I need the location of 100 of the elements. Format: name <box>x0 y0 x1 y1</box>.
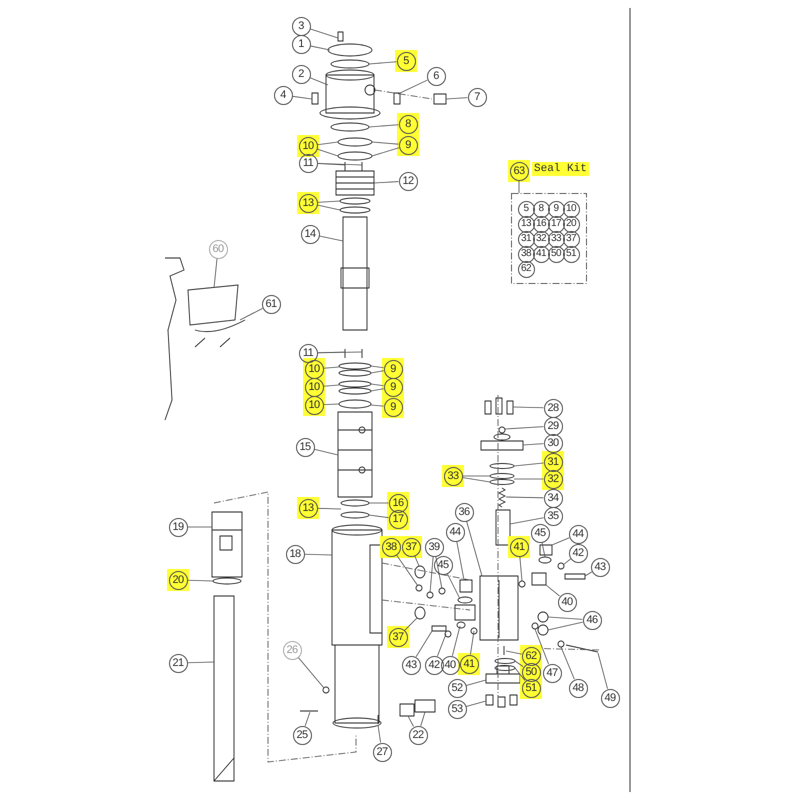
leader-line <box>456 540 464 580</box>
leader-line <box>317 352 362 354</box>
leader-line <box>298 656 324 688</box>
leader-line <box>368 61 397 64</box>
leader-line <box>310 46 330 50</box>
leader-line <box>370 366 384 368</box>
leader-line <box>548 622 584 630</box>
leader-line <box>370 384 384 386</box>
leader-line <box>316 204 340 210</box>
leader-line <box>534 628 549 665</box>
leader-line <box>466 520 482 576</box>
leader-line <box>318 236 344 242</box>
leader-line <box>542 542 546 558</box>
leader-line <box>187 662 214 664</box>
leader-line <box>317 142 338 146</box>
leader-line <box>522 443 544 446</box>
leader-line <box>396 554 418 586</box>
leader-line <box>317 508 342 510</box>
leader-line <box>446 573 460 600</box>
leader-line <box>323 404 340 406</box>
leader-line <box>514 668 526 681</box>
leader-line <box>548 616 583 620</box>
leader-line <box>317 162 362 166</box>
leader-line <box>323 384 340 387</box>
leader-line <box>323 366 340 369</box>
callout-number: 43 <box>590 558 610 576</box>
leader-line <box>435 556 442 590</box>
leader-line <box>368 502 389 504</box>
leader-line <box>414 555 420 566</box>
leader-line <box>466 680 486 686</box>
leader-line <box>187 580 214 582</box>
leader-line <box>187 526 212 528</box>
callout-number: 3 <box>292 16 310 36</box>
callout-number: 13 <box>518 216 534 232</box>
callout-number: 37 <box>562 230 580 248</box>
leader-line <box>452 626 460 656</box>
leader-line <box>378 724 381 743</box>
leader-line <box>466 700 486 707</box>
callout-number: 41 <box>532 246 550 262</box>
leader-line <box>510 517 544 524</box>
leader-line <box>370 388 384 392</box>
leader-line <box>446 97 468 100</box>
callout-number: 31 <box>518 230 534 248</box>
leader-line <box>598 652 608 690</box>
leader-line <box>214 258 218 288</box>
leader-line <box>504 426 544 430</box>
leader-line <box>560 646 575 680</box>
leader-line <box>304 554 332 556</box>
callout-number: 5 <box>518 200 534 218</box>
leader-line <box>316 148 338 156</box>
callout-number: 50 <box>548 246 564 262</box>
leader-line <box>404 618 418 631</box>
leader-line <box>398 80 428 94</box>
leader-line <box>314 448 338 456</box>
leader-line <box>552 537 570 546</box>
leader-line <box>506 650 522 655</box>
callout-number: 8 <box>532 200 550 218</box>
leader-line <box>309 77 328 86</box>
leader-line <box>372 147 400 156</box>
leader-line <box>420 712 426 726</box>
callout-number: 10 <box>562 200 580 218</box>
leader-line <box>370 370 384 374</box>
leader-line <box>368 124 399 128</box>
leader-line <box>584 572 592 576</box>
leader-line <box>408 716 414 727</box>
callout-number: 33 <box>548 230 564 248</box>
leader-line <box>416 630 432 658</box>
leader-line <box>519 556 522 582</box>
leader-line <box>317 200 340 203</box>
callout-number: 62 <box>518 260 534 278</box>
leader-line <box>240 308 263 320</box>
leader-line <box>514 660 524 668</box>
leader-line <box>304 712 310 726</box>
leader-line <box>372 142 399 145</box>
leader-line <box>514 478 544 480</box>
callout-number: 38 <box>518 246 534 262</box>
leader-line <box>546 584 560 596</box>
leader-line <box>506 496 544 498</box>
leader-line <box>462 477 490 482</box>
callout-number: 9 <box>548 200 564 218</box>
leader-line <box>292 96 312 100</box>
leader-line <box>514 462 544 466</box>
callout-number: 17 <box>548 216 564 232</box>
leader-line <box>374 181 399 184</box>
leader-line <box>437 634 446 657</box>
leader-line <box>518 180 520 194</box>
callout-number: 46 <box>582 610 602 630</box>
leader-line <box>430 556 434 594</box>
leader-line <box>470 630 474 655</box>
callout-number: 16 <box>532 216 550 232</box>
leader-line <box>368 514 389 518</box>
leader-line <box>310 28 338 38</box>
leader-line <box>562 558 571 566</box>
callout-number: 32 <box>532 230 550 248</box>
callout-number: 49 <box>600 688 620 708</box>
leader-line <box>370 404 384 407</box>
leader-line <box>512 406 544 408</box>
callout-number: 20 <box>562 216 580 232</box>
callout-number: 51 <box>562 246 580 262</box>
kit-title: Seal Kit <box>532 162 589 176</box>
